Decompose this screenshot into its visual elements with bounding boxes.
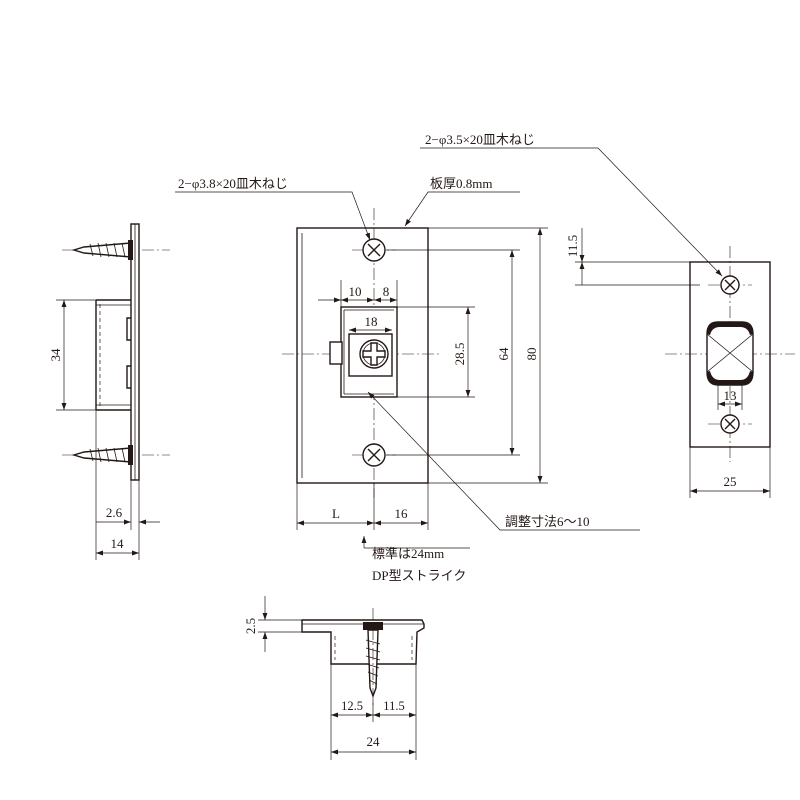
top-flange: [301, 619, 425, 665]
dim-top-11-5: 11.5: [383, 699, 404, 713]
dim-16: 16: [395, 506, 409, 521]
strike-screw-bottom: [720, 414, 740, 434]
latch-tab: [329, 341, 343, 365]
note-adjust: 調整寸法6～10: [505, 514, 590, 529]
strike-view: 11.5 13 25 2−φ3.5×20皿木ねじ: [420, 132, 795, 498]
note-plate-thickness: 板厚0.8mm: [430, 176, 492, 191]
dim-top-2-5: 2.5: [243, 618, 258, 634]
front-view: 10 8 18 28.5 64 80 L 16 2−φ3.8×20皿木ねじ 板厚…: [175, 176, 640, 583]
note-screw-right: 2−φ3.5×20皿木ねじ: [425, 132, 535, 147]
adjust-screw: [359, 339, 389, 369]
strike-screw-top: [720, 275, 740, 295]
dim-top-12-5: 12.5: [341, 699, 363, 713]
side-body: [95, 299, 131, 411]
front-screw-top: [362, 238, 386, 262]
dim-80: 80: [524, 348, 539, 361]
dim-2-6: 2.6: [106, 505, 123, 520]
dim-64: 64: [496, 347, 511, 361]
dim-L: L: [332, 506, 340, 521]
dim-28-5: 28.5: [452, 343, 467, 366]
dim-top-24: 24: [367, 734, 381, 749]
note-standard: 標準は24mm: [372, 546, 444, 561]
dim-strike-13: 13: [724, 388, 737, 403]
dim-10: 10: [349, 284, 362, 299]
dim-14: 14: [111, 536, 125, 551]
dim-8: 8: [383, 284, 390, 299]
strike-opening: [706, 321, 754, 386]
side-view: 34 2.6 14: [48, 223, 170, 560]
side-screw-top: [71, 240, 133, 260]
front-screw-bottom: [362, 443, 386, 467]
top-view: 2.5 12.5 11.5 24: [243, 596, 425, 760]
dim-34: 34: [48, 348, 63, 362]
dim-18: 18: [365, 314, 378, 329]
note-strike-type: DP型ストライク: [372, 568, 466, 583]
dim-strike-25: 25: [724, 474, 737, 489]
note-screw-left: 2−φ3.8×20皿木ねじ: [178, 176, 288, 191]
dim-strike-11-5: 11.5: [565, 235, 580, 257]
side-screw-bottom: [71, 445, 133, 465]
